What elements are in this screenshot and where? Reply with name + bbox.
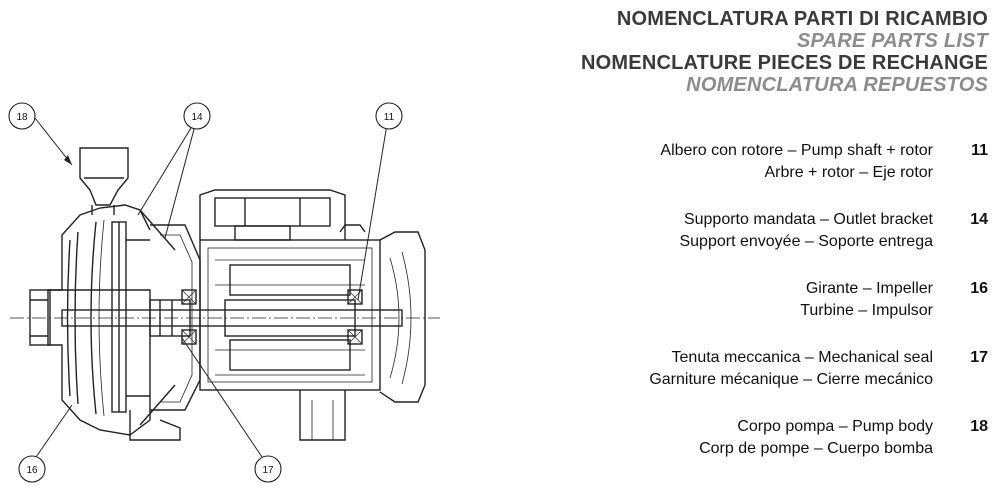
part-item: Girante – Impeller Turbine – Impulsor 16 bbox=[508, 278, 988, 347]
title-italian: NOMENCLATURA PARTI DI RICAMBIO bbox=[616, 8, 988, 30]
svg-text:11: 11 bbox=[384, 112, 395, 123]
part-description-line: Corpo pompa – Pump body bbox=[737, 418, 933, 435]
title-english: SPARE PARTS LIST bbox=[796, 30, 988, 52]
callout-18: 18 bbox=[8, 102, 36, 130]
svg-text:14: 14 bbox=[191, 112, 203, 123]
part-description-line: Arbre + rotor – Eje rotor bbox=[764, 164, 933, 181]
part-description-line: Corp de pompe – Cuerpo bomba bbox=[699, 440, 933, 457]
title-block: NOMENCLATURA PARTI DI RICAMBIO SPARE PAR… bbox=[581, 8, 988, 96]
part-number: 11 bbox=[971, 142, 988, 159]
part-description-line: Tenuta meccanica – Mechanical seal bbox=[671, 349, 933, 366]
part-item: Supporto mandata – Outlet bracket Suppor… bbox=[508, 209, 988, 278]
callout-16: 16 bbox=[18, 455, 46, 483]
pump-cross-section-drawing: 18 14 11 16 17 bbox=[8, 102, 440, 483]
part-description-line: Albero con rotore – Pump shaft + rotor bbox=[660, 142, 933, 159]
part-description-line: Supporto mandata – Outlet bracket bbox=[683, 211, 933, 228]
part-number: 16 bbox=[970, 280, 988, 297]
title-french: NOMENCLATURE PIECES DE RECHANGE bbox=[581, 52, 988, 74]
part-description-line: Support envoyée – Soporte entrega bbox=[679, 233, 933, 250]
arrowhead-icon bbox=[64, 155, 72, 165]
part-item: Albero con rotore – Pump shaft + rotor A… bbox=[508, 140, 988, 209]
part-description-line: Turbine – Impulsor bbox=[800, 302, 933, 319]
callout-11: 11 bbox=[375, 102, 403, 130]
svg-text:16: 16 bbox=[26, 465, 38, 476]
part-number: 14 bbox=[970, 211, 988, 228]
part-number: 18 bbox=[970, 418, 988, 435]
part-description: Tenuta meccanica – Mechanical seal Garni… bbox=[649, 347, 933, 391]
svg-text:18: 18 bbox=[16, 112, 28, 123]
parts-list: Albero con rotore – Pump shaft + rotor A… bbox=[508, 140, 988, 485]
callout-17: 17 bbox=[254, 455, 282, 483]
part-description: Supporto mandata – Outlet bracket Suppor… bbox=[679, 209, 933, 253]
svg-text:17: 17 bbox=[262, 465, 274, 476]
part-description: Albero con rotore – Pump shaft + rotor A… bbox=[660, 140, 933, 184]
title-spanish: NOMENCLATURA REPUESTOS bbox=[686, 74, 988, 96]
part-description-line: Girante – Impeller bbox=[805, 280, 933, 297]
part-item: Corpo pompa – Pump body Corp de pompe – … bbox=[508, 416, 988, 485]
part-description-line: Garniture mécanique – Cierre mecánico bbox=[649, 371, 933, 388]
part-item: Tenuta meccanica – Mechanical seal Garni… bbox=[508, 347, 988, 416]
part-number: 17 bbox=[970, 349, 988, 366]
part-description: Girante – Impeller Turbine – Impulsor bbox=[800, 278, 933, 322]
part-description: Corpo pompa – Pump body Corp de pompe – … bbox=[699, 416, 933, 460]
callout-14: 14 bbox=[183, 102, 211, 130]
